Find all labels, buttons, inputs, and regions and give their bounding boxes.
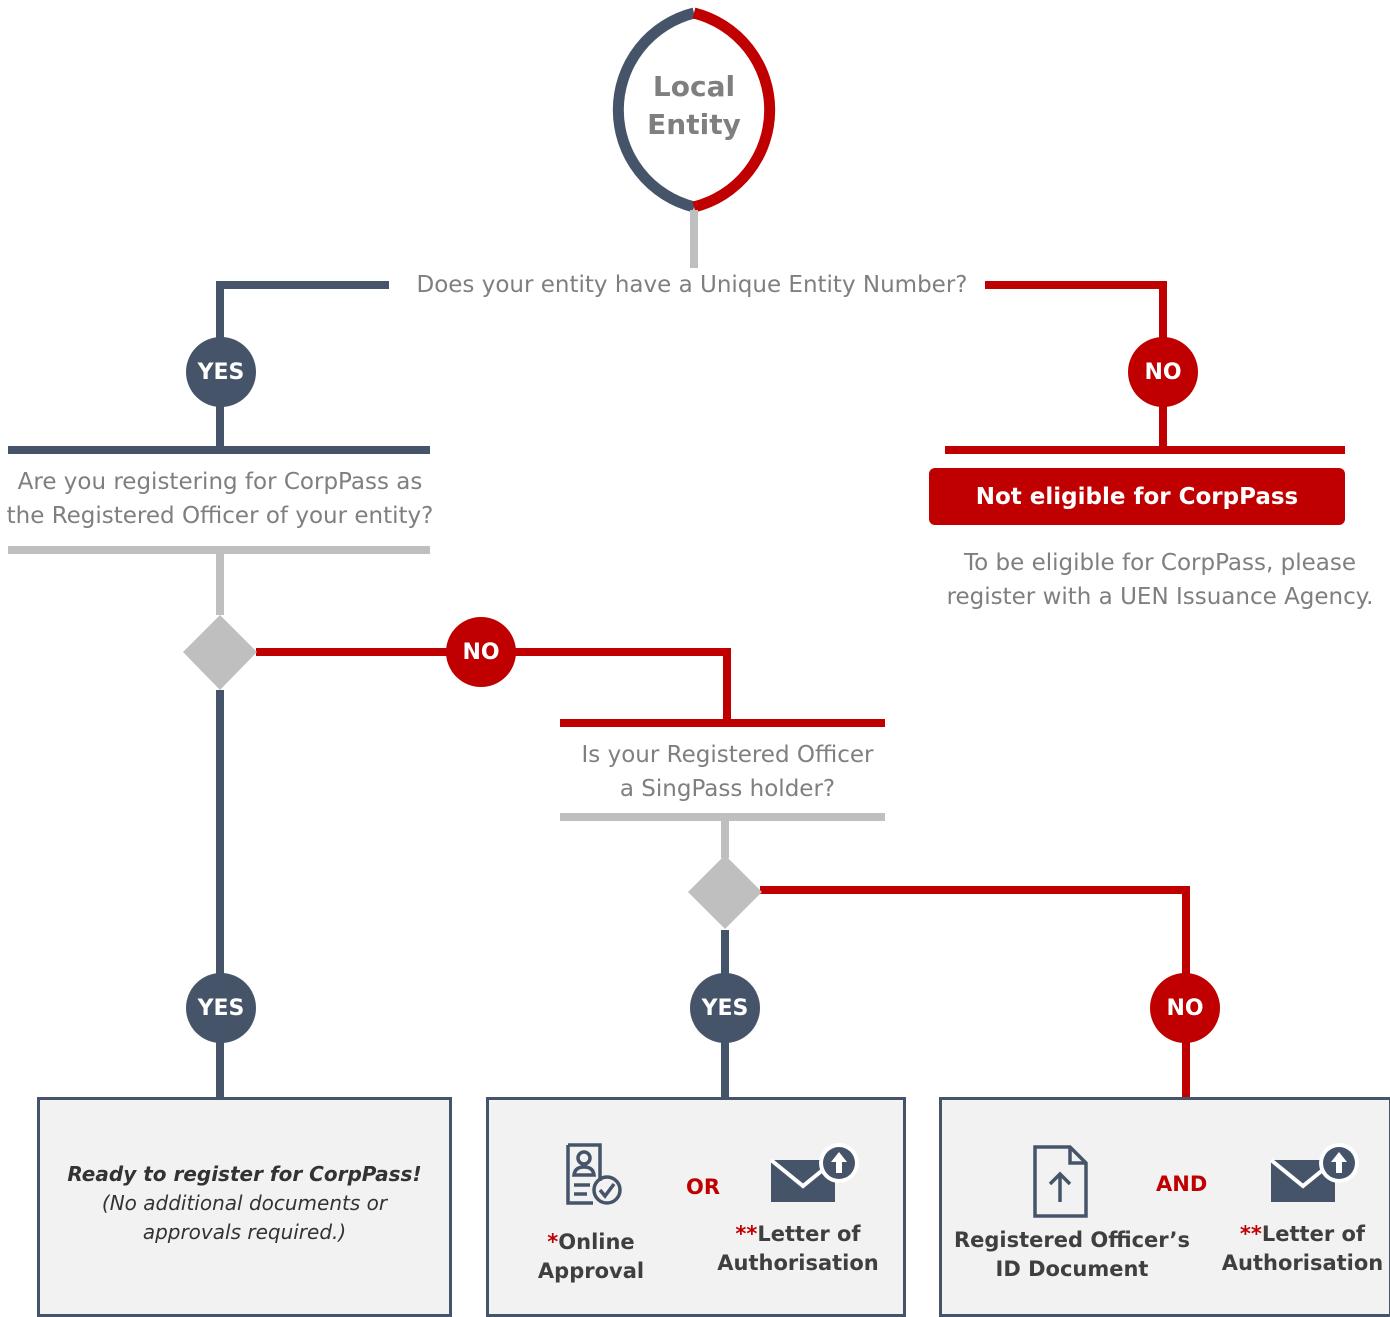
letter-a-line1: Letter of [757, 1222, 861, 1246]
conj-or: OR [686, 1175, 721, 1199]
start-line1: Local [652, 70, 736, 103]
option-letter-of-authorisation: **Letter of Authorisation [1215, 1220, 1390, 1278]
badge-no-uen: NO [1128, 337, 1198, 407]
not-eligible-banner: Not eligible for CorpPass [929, 468, 1345, 525]
badge-yes-officer: YES [186, 973, 256, 1043]
letter-a-line2: Authorisation [717, 1251, 879, 1275]
q2-line2: the Registered Officer of your entity? [6, 503, 434, 529]
mark-online: * [547, 1230, 559, 1254]
q3-line2: a SingPass holder? [619, 776, 836, 802]
letter-upload-icon [1269, 1143, 1359, 1202]
online-line1: Online [558, 1230, 635, 1254]
outcome-singpass-box: OR *Online Approval **Letter of Authoris… [486, 1097, 906, 1317]
outcome-ready-line1: (No additional documents or [101, 1191, 388, 1215]
q2-line1: Are you registering for CorpPass as [17, 469, 423, 495]
outcome-ready-title: Ready to register for CorpPass! [67, 1162, 422, 1186]
option-online-approval: *Online Approval [516, 1228, 666, 1286]
letter-b-line1: Letter of [1261, 1222, 1366, 1246]
document-upload-icon [1033, 1145, 1088, 1218]
mark-letter-b: ** [1239, 1222, 1262, 1246]
question-registered-officer: Are you registering for CorpPass as the … [0, 465, 440, 533]
start-node: Local Entity [594, 68, 794, 144]
badge-no-officer: NO [446, 617, 516, 687]
outcome-non-singpass-box: AND Registered Officer’s ID Document **L… [939, 1097, 1390, 1317]
outcome-ready-text: Ready to register for CorpPass! (No addi… [40, 1160, 449, 1247]
id-line1: Registered Officer’s [953, 1228, 1191, 1252]
badge-yes-uen: YES [186, 337, 256, 407]
not-eligible-line1: To be eligible for CorpPass, please [964, 550, 1356, 576]
option-letter-of-authorisation: **Letter of Authorisation [713, 1220, 883, 1278]
id-line2: ID Document [995, 1257, 1149, 1281]
letter-b-line2: Authorisation [1221, 1251, 1384, 1275]
q3-line1: Is your Registered Officer [581, 742, 874, 768]
conj-and: AND [1156, 1172, 1208, 1196]
start-line2: Entity [647, 108, 741, 141]
outcome-ready-box: Ready to register for CorpPass! (No addi… [37, 1097, 452, 1317]
online-approval-icon [566, 1143, 622, 1205]
option-id-document: Registered Officer’s ID Document [947, 1226, 1197, 1284]
online-line2: Approval [537, 1259, 645, 1283]
badge-yes-singpass: YES [690, 973, 760, 1043]
question-singpass: Is your Registered Officer a SingPass ho… [560, 738, 895, 806]
not-eligible-note: To be eligible for CorpPass, please regi… [940, 546, 1380, 614]
question-uen: Does your entity have a Unique Entity Nu… [416, 272, 968, 298]
letter-upload-icon [769, 1143, 859, 1202]
badge-no-singpass: NO [1150, 973, 1220, 1043]
mark-letter-a: ** [735, 1222, 758, 1246]
outcome-ready-line2: approvals required.) [142, 1220, 347, 1244]
not-eligible-line2: register with a UEN Issuance Agency. [946, 584, 1374, 610]
